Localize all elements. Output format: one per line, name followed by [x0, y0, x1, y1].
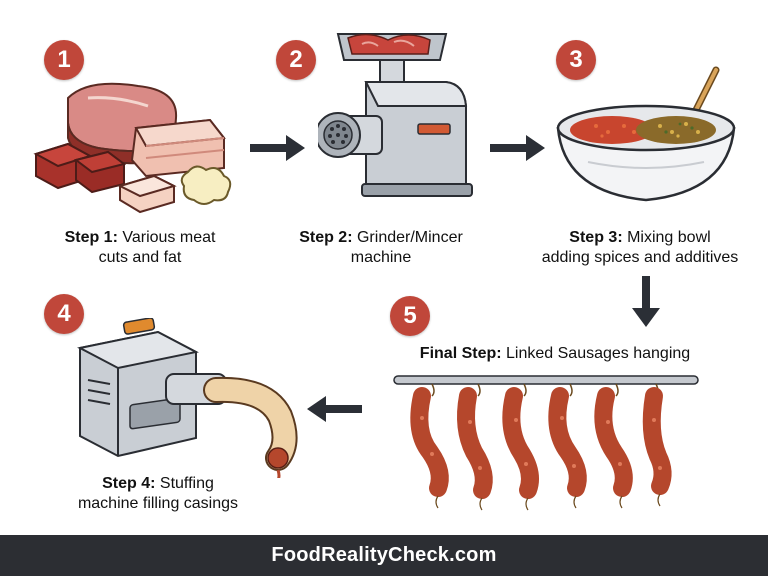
step-3-label: Step 3: Mixing bowl adding spices and ad…: [520, 228, 760, 268]
step-4-text-line2: machine filling casings: [77, 495, 239, 512]
step-4-title: Step 4:: [102, 475, 156, 492]
arrow-left-icon: [307, 396, 362, 422]
step-4-label: Step 4: Stuffing machine filling casings: [50, 474, 266, 514]
arrow-down-icon: [632, 276, 660, 327]
step-1-label: Step 1: Various meat cuts and fat: [40, 228, 240, 268]
meat-cuts-illustration: [33, 82, 232, 214]
step-2-badge: 2: [276, 40, 316, 80]
mixing-bowl-illustration: [556, 66, 736, 202]
step-1-badge: 1: [44, 40, 84, 80]
step-4-text-line1: Stuffing: [159, 475, 214, 492]
step-1-title: Step 1:: [64, 229, 118, 246]
step-2-title: Step 2:: [299, 229, 353, 246]
arrow-right-icon: [250, 135, 305, 161]
step-5-badge: 5: [390, 296, 430, 336]
step-1-text-line2: cuts and fat: [98, 249, 182, 266]
step-5-label: Final Step: Linked Sausages hanging: [380, 344, 730, 364]
step-3-title: Step 3:: [569, 229, 623, 246]
step-3-badge: 3: [556, 40, 596, 80]
step-5-title: Final Step:: [419, 345, 502, 362]
step-2-text-line2: machine: [350, 249, 412, 266]
step-3-text-line2: adding spices and additives: [541, 249, 739, 266]
stuffing-machine-illustration: [77, 318, 298, 478]
hanging-sausages-illustration: [393, 375, 699, 511]
step-5-text-line1: Linked Sausages hanging: [506, 345, 691, 362]
meat-grinder-illustration: [318, 33, 473, 197]
footer-site-name: FoodRealityCheck.com: [271, 544, 497, 566]
step-2-label: Step 2: Grinder/Mincer machine: [276, 228, 486, 268]
step-1-text-line1: Various meat: [122, 229, 216, 246]
arrow-right-icon: [490, 135, 545, 161]
step-4-badge: 4: [44, 294, 84, 334]
step-2-text-line1: Grinder/Mincer: [356, 229, 463, 246]
footer-banner: FoodRealityCheck.com: [0, 535, 768, 576]
step-3-text-line1: Mixing bowl: [627, 229, 711, 246]
